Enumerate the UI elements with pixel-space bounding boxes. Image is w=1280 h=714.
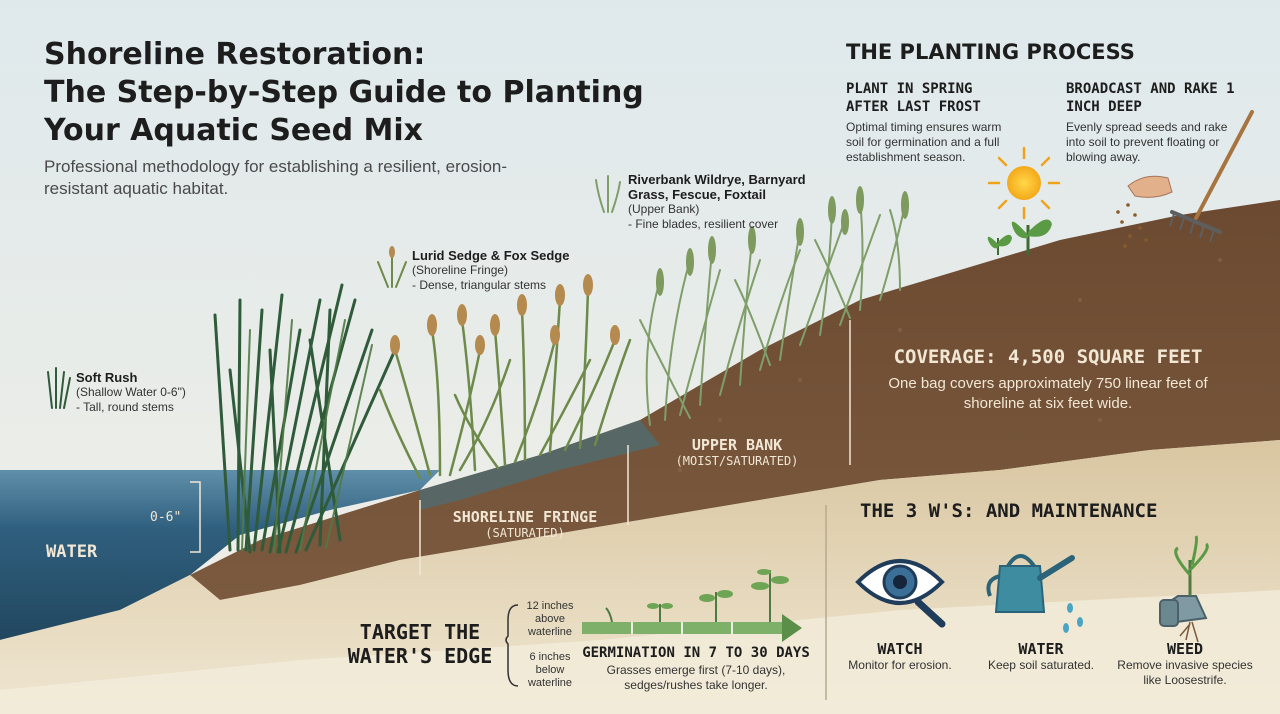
germination-block: GERMINATION IN 7 TO 30 DAYS Grasses emer… [578,645,814,693]
species-name: Riverbank Wildrye, Barnyard Grass, Fescu… [628,172,806,202]
species-note: - Dense, triangular stems [412,278,547,292]
species-label-soft-rush: Soft Rush (Shallow Water 0-6") - Tall, r… [76,370,226,415]
seedling-icon [987,219,1052,255]
species-label-grasses: Riverbank Wildrye, Barnyard Grass, Fescu… [628,172,838,232]
watch-label: WATCH [877,640,923,658]
upper-bank-soil [190,200,1280,600]
water-body [0,470,440,640]
step-1-title: PLANT IN SPRING AFTER LAST FROST [846,81,981,115]
coverage-text: One bag covers approximately 750 linear … [888,375,1208,412]
species-label-sedge: Lurid Sedge & Fox Sedge (Shoreline Fring… [412,248,612,293]
upper-bank-grasses [639,186,909,426]
weed-label: WEED [1166,640,1204,658]
zone-upper-sub: (MOIST/SATURATED) [675,454,799,468]
species-note: - Tall, round stems [76,400,174,414]
title-line-2: The Step-by-Step Guide to Planting [44,75,644,110]
zone-upper-label: UPPER BANK (MOIST/SATURATED) [652,436,822,468]
species-name: Lurid Sedge & Fox Sedge [412,248,570,263]
process-step-2: BROADCAST AND RAKE 1 INCH DEEP Evenly sp… [1066,80,1246,165]
zone-fringe-label: SHORELINE FRINGE (SATURATED) [440,508,610,540]
growth-stages [605,569,789,623]
grass-icon [595,175,621,213]
process-header: THE PLANTING PROCESS [846,40,1135,64]
watch-text: Monitor for erosion. [848,658,952,672]
sun-icon [987,146,1061,220]
zone-upper-title: UPPER BANK [691,436,783,454]
gloved-hand-weed-icon [1159,535,1209,643]
rake-icon [1169,110,1254,243]
title-line-3: Your Aquatic Seed Mix [44,113,424,148]
eye-magnifier-icon [855,559,946,628]
watering-can-icon [986,554,1083,633]
target-bracket [505,604,519,687]
weed-text: Remove invasive species like Loosestrife… [1117,658,1253,687]
soft-rush-highlights [241,319,373,553]
soft-rush-plants [213,283,397,554]
coverage-title: COVERAGE: 4,500 SQUARE FEET [893,346,1203,368]
foreground-sand [0,590,1280,714]
depth-bracket [190,481,201,553]
species-zone: (Shallow Water 0-6") [76,385,186,399]
species-name: Soft Rush [76,370,138,385]
page-title: Shoreline Restoration: The Step-by-Step … [44,36,644,150]
maintenance-water: WATER Keep soil saturated. [976,640,1106,673]
soft-rush-icon [47,367,71,409]
species-zone: (Upper Bank) [628,202,700,216]
zone-water-label: WATER [46,542,98,562]
germination-arrow [582,614,802,642]
sedge-plants [378,274,632,480]
target-below: 6 inches below waterline [527,651,573,689]
water-text: Keep soil saturated. [987,658,1095,672]
water-label: WATER [1018,640,1064,658]
step-2-text: Evenly spread seeds and rake into soil t… [1066,120,1228,164]
coverage-block: COVERAGE: 4,500 SQUARE FEET One bag cove… [868,346,1228,414]
soil-texture [678,258,1222,472]
subtitle: Professional methodology for establishin… [44,157,508,198]
sedge-icon [377,246,407,288]
saturated-fringe-band [420,420,660,510]
target-title: TARGET THE WATER'S EDGE [347,620,493,668]
species-zone: (Shoreline Fringe) [412,263,509,277]
germination-title: GERMINATION IN 7 TO 30 DAYS [582,645,810,661]
hand-broadcast-icon [1116,175,1173,248]
depth-label: 0-6" [150,510,182,525]
species-note: - Fine blades, resilient cover [628,217,779,231]
process-step-1: PLANT IN SPRING AFTER LAST FROST Optimal… [846,80,1006,165]
maintenance-header: THE 3 W'S: AND MAINTENANCE [860,500,1158,522]
germination-text: Grasses emerge first (7-10 days), sedges… [606,663,786,692]
step-1-text: Optimal timing ensures warm soil for ger… [846,120,1002,164]
zone-fringe-sub: (SATURATED) [485,526,565,540]
zone-fringe-title: SHORELINE FRINGE [452,508,598,526]
target-above: 12 inches above waterline [526,600,574,638]
title-line-1: Shoreline Restoration: [44,37,426,72]
step-2-title: BROADCAST AND RAKE 1 INCH DEEP [1066,81,1235,115]
maintenance-weed: WEED Remove invasive species like Looses… [1110,640,1260,688]
maintenance-watch: WATCH Monitor for erosion. [840,640,960,673]
